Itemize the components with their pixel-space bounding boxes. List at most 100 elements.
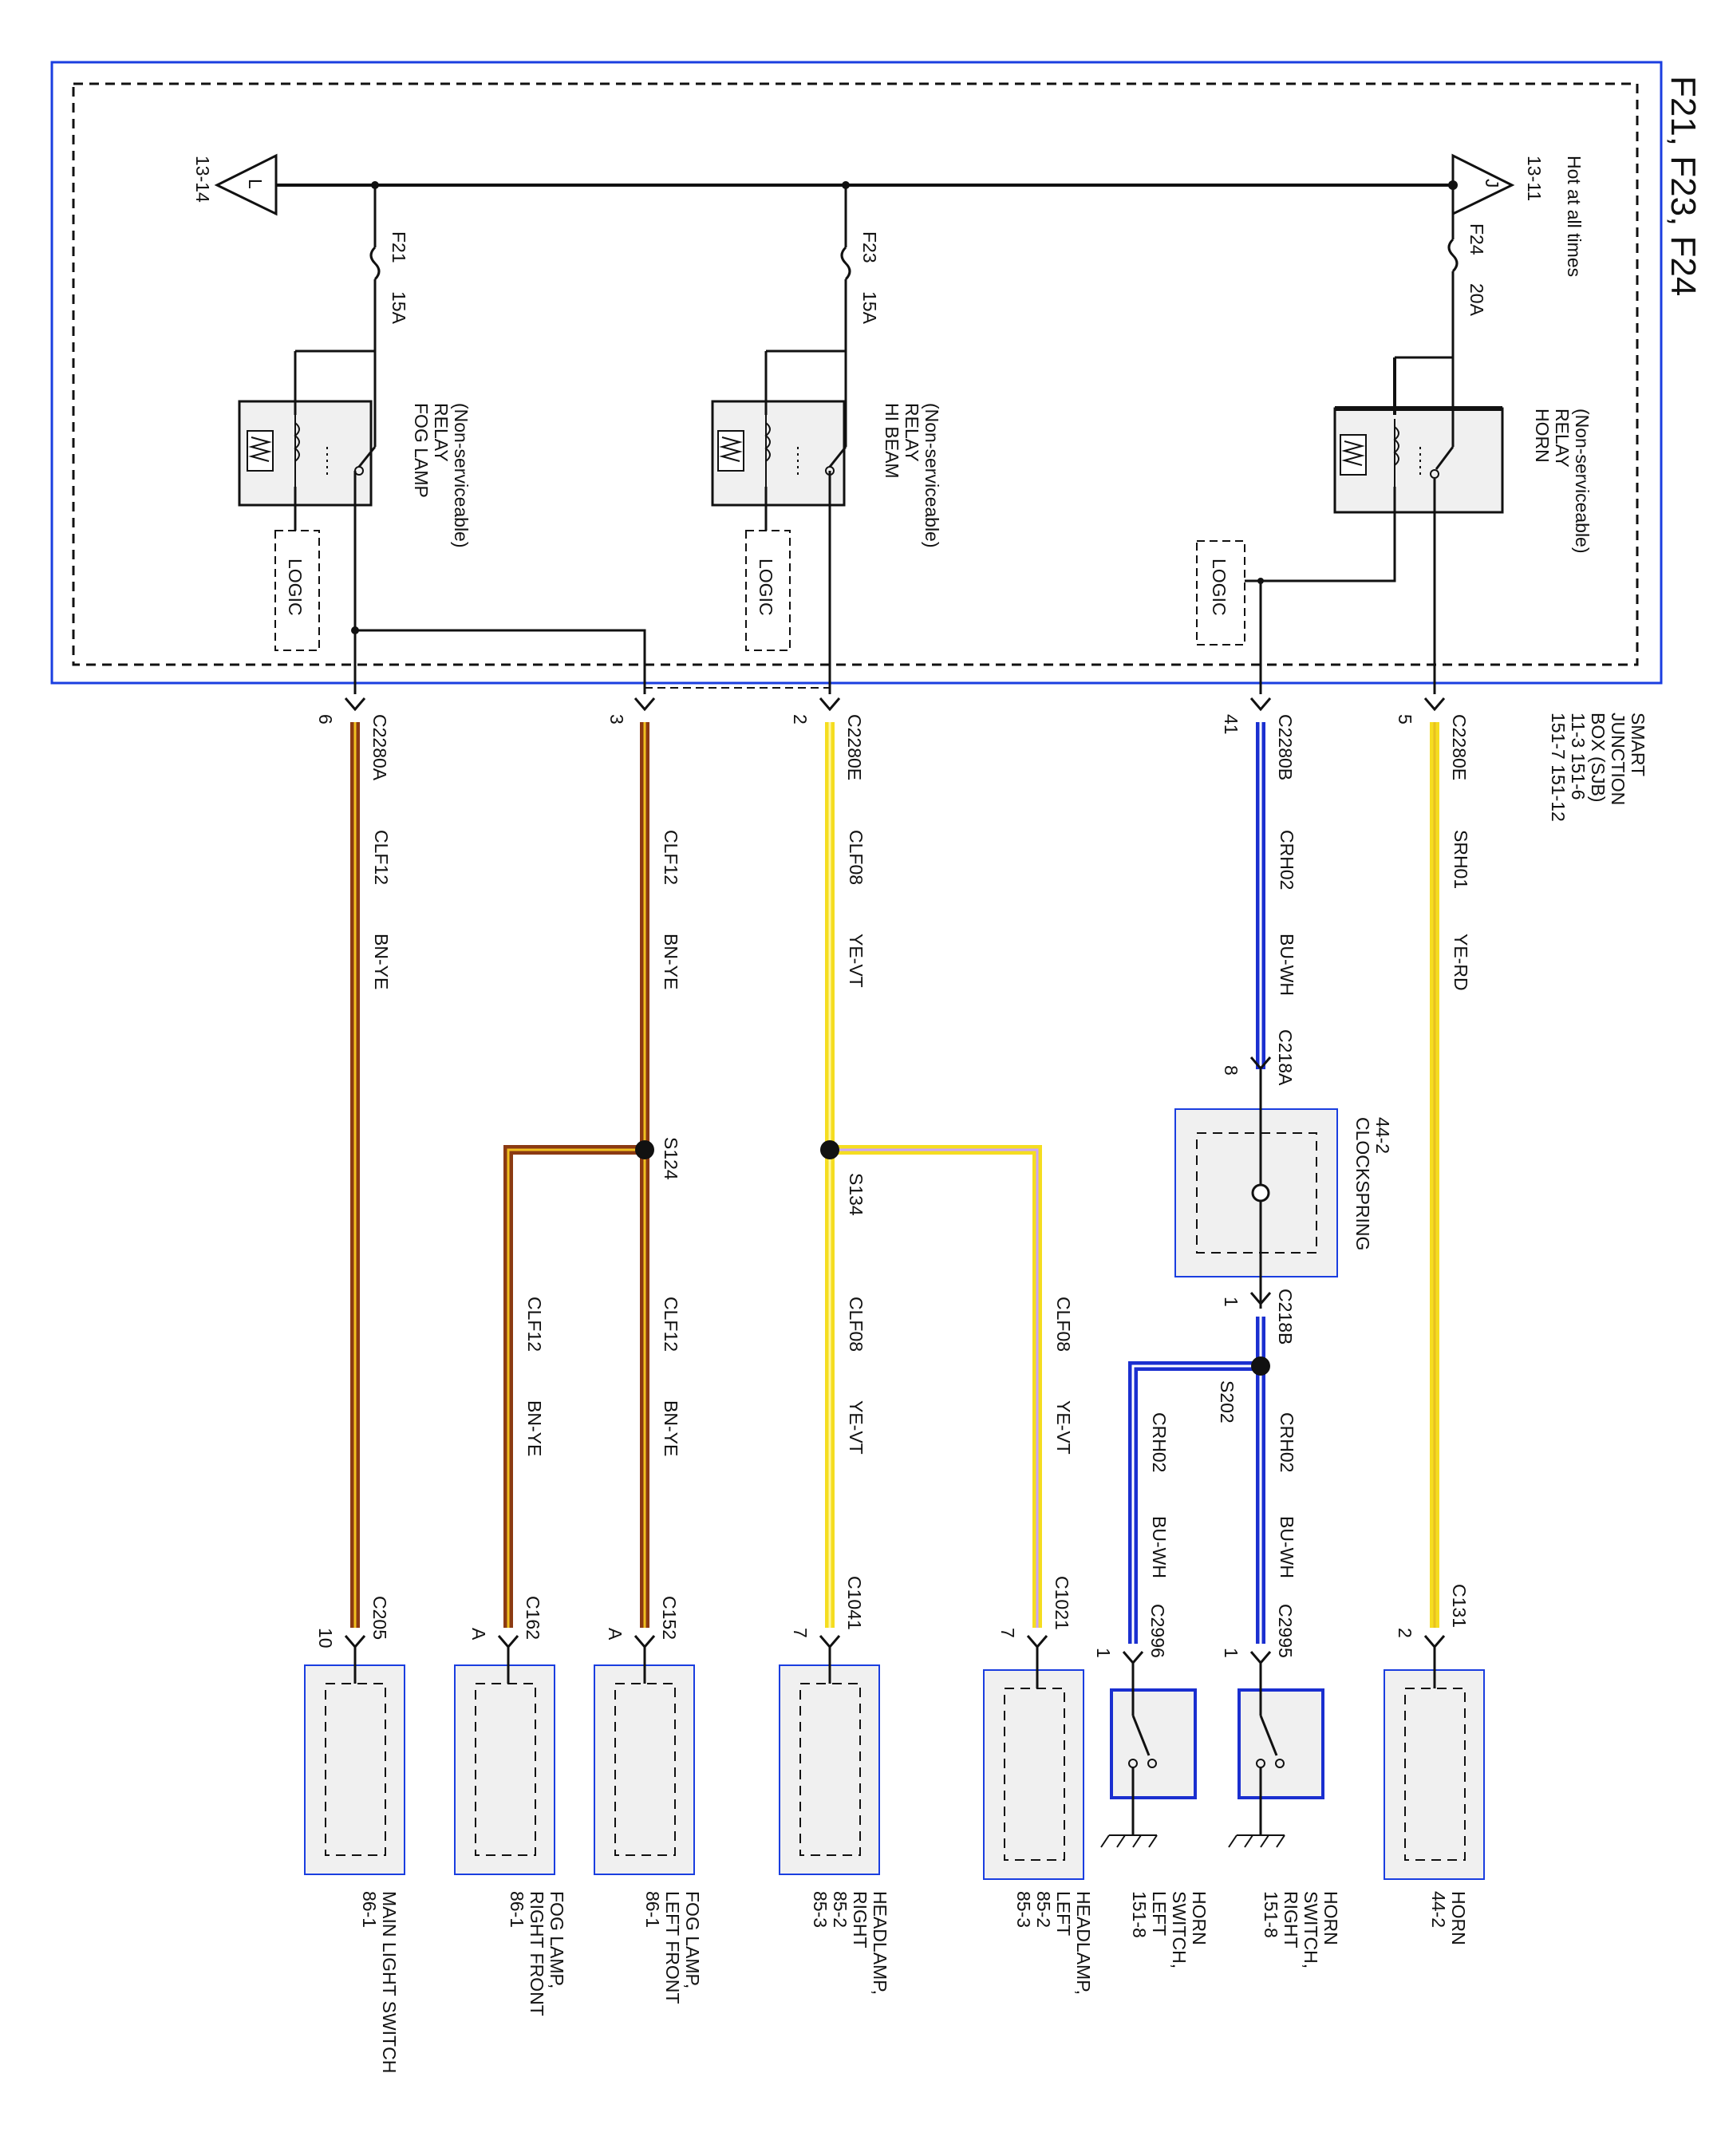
sjb-frame	[50, 61, 1663, 685]
conn-pin-6: 6	[315, 714, 336, 725]
conn-pin-3: 3	[606, 714, 627, 725]
svg-text:SMART: SMART	[1628, 713, 1648, 776]
hi-beam-relay: HI BEAM RELAY (Non-serviceable)	[711, 349, 942, 694]
conn-pin-2: 2	[790, 714, 811, 725]
conn-c2280b: C2280B	[1275, 714, 1296, 780]
svg-text:LEFT: LEFT	[1149, 1891, 1170, 1936]
svg-text:HORN: HORN	[1532, 409, 1553, 463]
conn-c2280e-2: C2280E	[844, 714, 865, 780]
page-title: F21, F23, F24	[1664, 76, 1703, 296]
svg-text:(Non-serviceable): (Non-serviceable)	[451, 403, 472, 548]
svg-text:86-1: 86-1	[359, 1891, 380, 1928]
bus-right-letter: J	[1482, 179, 1502, 188]
conn-pin-41: 41	[1221, 714, 1241, 735]
svg-text:C218B: C218B	[1275, 1289, 1296, 1345]
svg-text:HEADLAMP,: HEADLAMP,	[870, 1891, 890, 1995]
svg-text:RIGHT: RIGHT	[1281, 1891, 1301, 1949]
svg-text:HI BEAM: HI BEAM	[882, 403, 902, 479]
svg-text:7: 7	[997, 1628, 1018, 1638]
bus-left-ref: 13-14	[192, 156, 213, 203]
svg-text:YE-VT: YE-VT	[846, 934, 866, 988]
splice-s202	[1251, 1356, 1270, 1376]
svg-text:A: A	[605, 1628, 626, 1641]
svg-text:A: A	[468, 1628, 489, 1641]
svg-text:HORN: HORN	[1189, 1891, 1210, 1945]
svg-text:BU-WH: BU-WH	[1277, 934, 1297, 996]
svg-text:20A: 20A	[1466, 283, 1487, 317]
conn-c2280a: C2280A	[369, 714, 390, 781]
svg-text:CRH02: CRH02	[1277, 1412, 1297, 1472]
svg-text:15A: 15A	[389, 291, 409, 325]
svg-text:HORN: HORN	[1320, 1891, 1341, 1945]
svg-text:C162: C162	[523, 1596, 543, 1640]
svg-text:BN-YE: BN-YE	[661, 934, 681, 989]
svg-text:C1041: C1041	[844, 1576, 865, 1630]
svg-text:10: 10	[315, 1628, 336, 1649]
component-headlamp-right: C1041 7 HEADLAMP, RIGHT 85-2 85-3	[779, 1576, 890, 1995]
bus-left-arrow	[214, 153, 278, 216]
svg-text:CLOCKSPRING: CLOCKSPRING	[1352, 1117, 1373, 1250]
svg-text:HEADLAMP,: HEADLAMP,	[1073, 1891, 1094, 1995]
hibeam-relay-logic-label: LOGIC	[756, 559, 776, 616]
svg-text:CLF08: CLF08	[1053, 1297, 1074, 1352]
svg-text:SRH01: SRH01	[1451, 830, 1471, 889]
svg-text:LEFT: LEFT	[1053, 1891, 1074, 1936]
svg-text:11-3 151-6: 11-3 151-6	[1568, 713, 1589, 800]
fog-relay-logic-label: LOGIC	[285, 559, 306, 616]
svg-text:YE-VT: YE-VT	[1053, 1400, 1074, 1455]
svg-text:C152: C152	[659, 1596, 680, 1640]
svg-text:RIGHT: RIGHT	[850, 1891, 870, 1949]
svg-text:F24: F24	[1466, 223, 1487, 255]
svg-text:S124: S124	[661, 1137, 681, 1180]
svg-text:151-7 151-12: 151-7 151-12	[1548, 713, 1569, 822]
svg-text:85-2: 85-2	[1033, 1891, 1054, 1928]
svg-text:RELAY: RELAY	[431, 403, 452, 462]
svg-text:86-1: 86-1	[507, 1891, 527, 1928]
svg-text:CRH02: CRH02	[1277, 830, 1297, 890]
fuse-f23: F23 15A	[840, 185, 880, 447]
svg-text:85-2: 85-2	[830, 1891, 851, 1928]
svg-text:YE-RD: YE-RD	[1451, 934, 1471, 991]
svg-text:BN-YE: BN-YE	[524, 1400, 545, 1456]
wire-labels: CLF12 BN-YE CLF12 BN-YE CLF08 YE-VT CRH0…	[371, 830, 1471, 1578]
fuse-f21: F21 15A	[369, 185, 409, 447]
svg-text:BU-WH: BU-WH	[1149, 1516, 1170, 1578]
svg-text:JUNCTION: JUNCTION	[1608, 713, 1628, 805]
svg-text:F21: F21	[389, 231, 409, 263]
sjb-connectors	[344, 697, 1446, 712]
svg-text:BU-WH: BU-WH	[1277, 1516, 1297, 1578]
svg-text:CLF12: CLF12	[661, 1297, 681, 1352]
svg-text:BOX (SJB): BOX (SJB)	[1588, 713, 1609, 802]
splice-s134	[820, 1140, 839, 1159]
svg-text:FOG LAMP,: FOG LAMP,	[682, 1891, 703, 1988]
svg-text:S134: S134	[846, 1173, 866, 1216]
svg-text:BN-YE: BN-YE	[661, 1400, 681, 1456]
svg-text:C205: C205	[369, 1596, 390, 1640]
svg-text:S202: S202	[1217, 1380, 1238, 1424]
hibeam-relay-logic-box	[745, 530, 791, 651]
hot-at-all-times-label: Hot at all times	[1564, 156, 1585, 277]
clockspring: C218A 8 CLOCKSPRING 44-2 C218B 1	[1174, 1029, 1393, 1345]
svg-text:C1021: C1021	[1052, 1576, 1072, 1630]
svg-text:C218A: C218A	[1275, 1029, 1296, 1086]
svg-text:CLF12: CLF12	[524, 1297, 545, 1352]
svg-text:CLF08: CLF08	[846, 830, 866, 885]
svg-text:LEFT FRONT: LEFT FRONT	[662, 1891, 683, 2004]
component-fog-lamp-right-front: C162 A FOG LAMP, RIGHT FRONT 86-1	[454, 1596, 567, 2016]
component-fog-lamp-left-front: C152 A FOG LAMP, LEFT FRONT 86-1	[594, 1596, 703, 2004]
wire-crh02-left-switch	[1128, 1361, 1261, 1644]
svg-text:RIGHT FRONT: RIGHT FRONT	[527, 1891, 547, 2016]
svg-text:C2995: C2995	[1275, 1604, 1296, 1658]
svg-text:44-2: 44-2	[1428, 1891, 1449, 1928]
conn-c2280e-5: C2280E	[1449, 714, 1470, 780]
svg-text:C2996: C2996	[1147, 1604, 1168, 1658]
svg-text:CLF08: CLF08	[846, 1297, 866, 1352]
fog-relay-logic-box	[274, 530, 320, 651]
svg-text:RELAY: RELAY	[1552, 409, 1573, 468]
wire-clf08-left-headlamp	[830, 1145, 1042, 1628]
svg-text:44-2: 44-2	[1372, 1117, 1393, 1154]
sjb-label: SMART JUNCTION BOX (SJB) 11-3 151-6 151-…	[1548, 713, 1648, 822]
svg-text:7: 7	[790, 1628, 811, 1638]
component-horn-switch-right: C2995 1 HORN SWITCH, RIGHT 151-8	[1221, 1604, 1341, 1968]
svg-text:HORN: HORN	[1448, 1891, 1469, 1945]
